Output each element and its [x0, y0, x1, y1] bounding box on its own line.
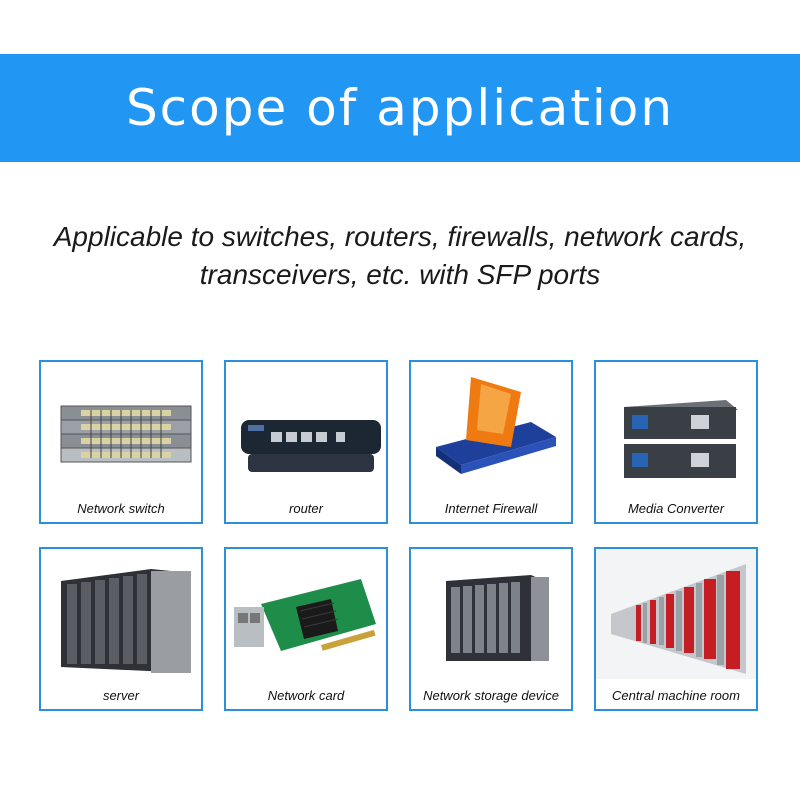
device-label: router	[289, 501, 323, 516]
device-card-network-switch: Network switch	[39, 360, 203, 524]
device-card-media-converter: Media Converter	[594, 360, 758, 524]
device-card-central-machine-room: Central machine room	[594, 547, 758, 711]
router-image	[226, 362, 386, 492]
internet-firewall-image	[411, 362, 571, 492]
network-card-image	[226, 549, 386, 679]
media-converter-image	[596, 362, 756, 492]
description-line-1: Applicable to switches, routers, firewal…	[53, 221, 747, 252]
network-switch-image	[41, 362, 201, 492]
server-image	[41, 549, 201, 679]
application-description: Applicable to switches, routers, firewal…	[0, 218, 800, 294]
device-card-internet-firewall: Internet Firewall	[409, 360, 573, 524]
device-label: Internet Firewall	[444, 501, 538, 516]
description-line-2: transceivers, etc. with SFP ports	[199, 259, 601, 290]
device-label: Network card	[267, 688, 345, 703]
device-label: Network switch	[77, 501, 165, 516]
device-card-server: server	[39, 547, 203, 711]
device-label: Network storage device	[423, 688, 559, 703]
device-label: server	[102, 688, 140, 703]
page-title: Scope of application	[125, 79, 675, 137]
device-label: Central machine room	[612, 688, 740, 703]
device-card-network-card: Network card	[224, 547, 388, 711]
header-banner: Scope of application	[0, 54, 800, 162]
device-card-router: router	[224, 360, 388, 524]
device-card-network-storage-device: Network storage device	[409, 547, 573, 711]
central-machine-room-image	[596, 549, 756, 679]
device-label: Media Converter	[627, 501, 725, 516]
network-storage-device-image	[411, 549, 571, 679]
